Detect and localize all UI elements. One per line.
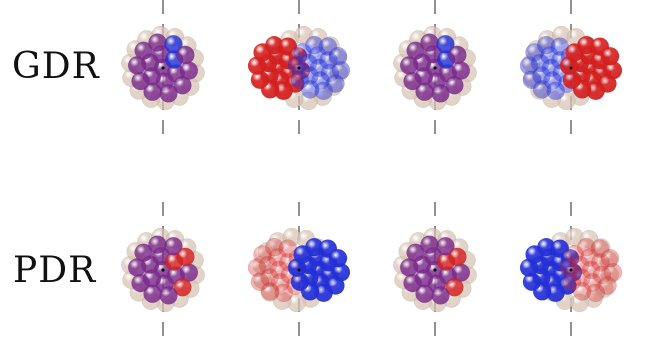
pdr-frame-4 bbox=[519, 227, 623, 313]
gdr-frame-2 bbox=[247, 25, 351, 111]
pdr-frame-2 bbox=[247, 227, 351, 313]
pdr-frame-1 bbox=[121, 227, 205, 313]
row-label-gdr: GDR bbox=[12, 46, 100, 87]
pdr-frame-3 bbox=[393, 227, 477, 313]
gdr-frame-1 bbox=[121, 25, 205, 111]
row-label-pdr: PDR bbox=[13, 250, 97, 291]
gdr-frame-4 bbox=[519, 25, 623, 111]
gdr-frame-3 bbox=[393, 25, 477, 111]
